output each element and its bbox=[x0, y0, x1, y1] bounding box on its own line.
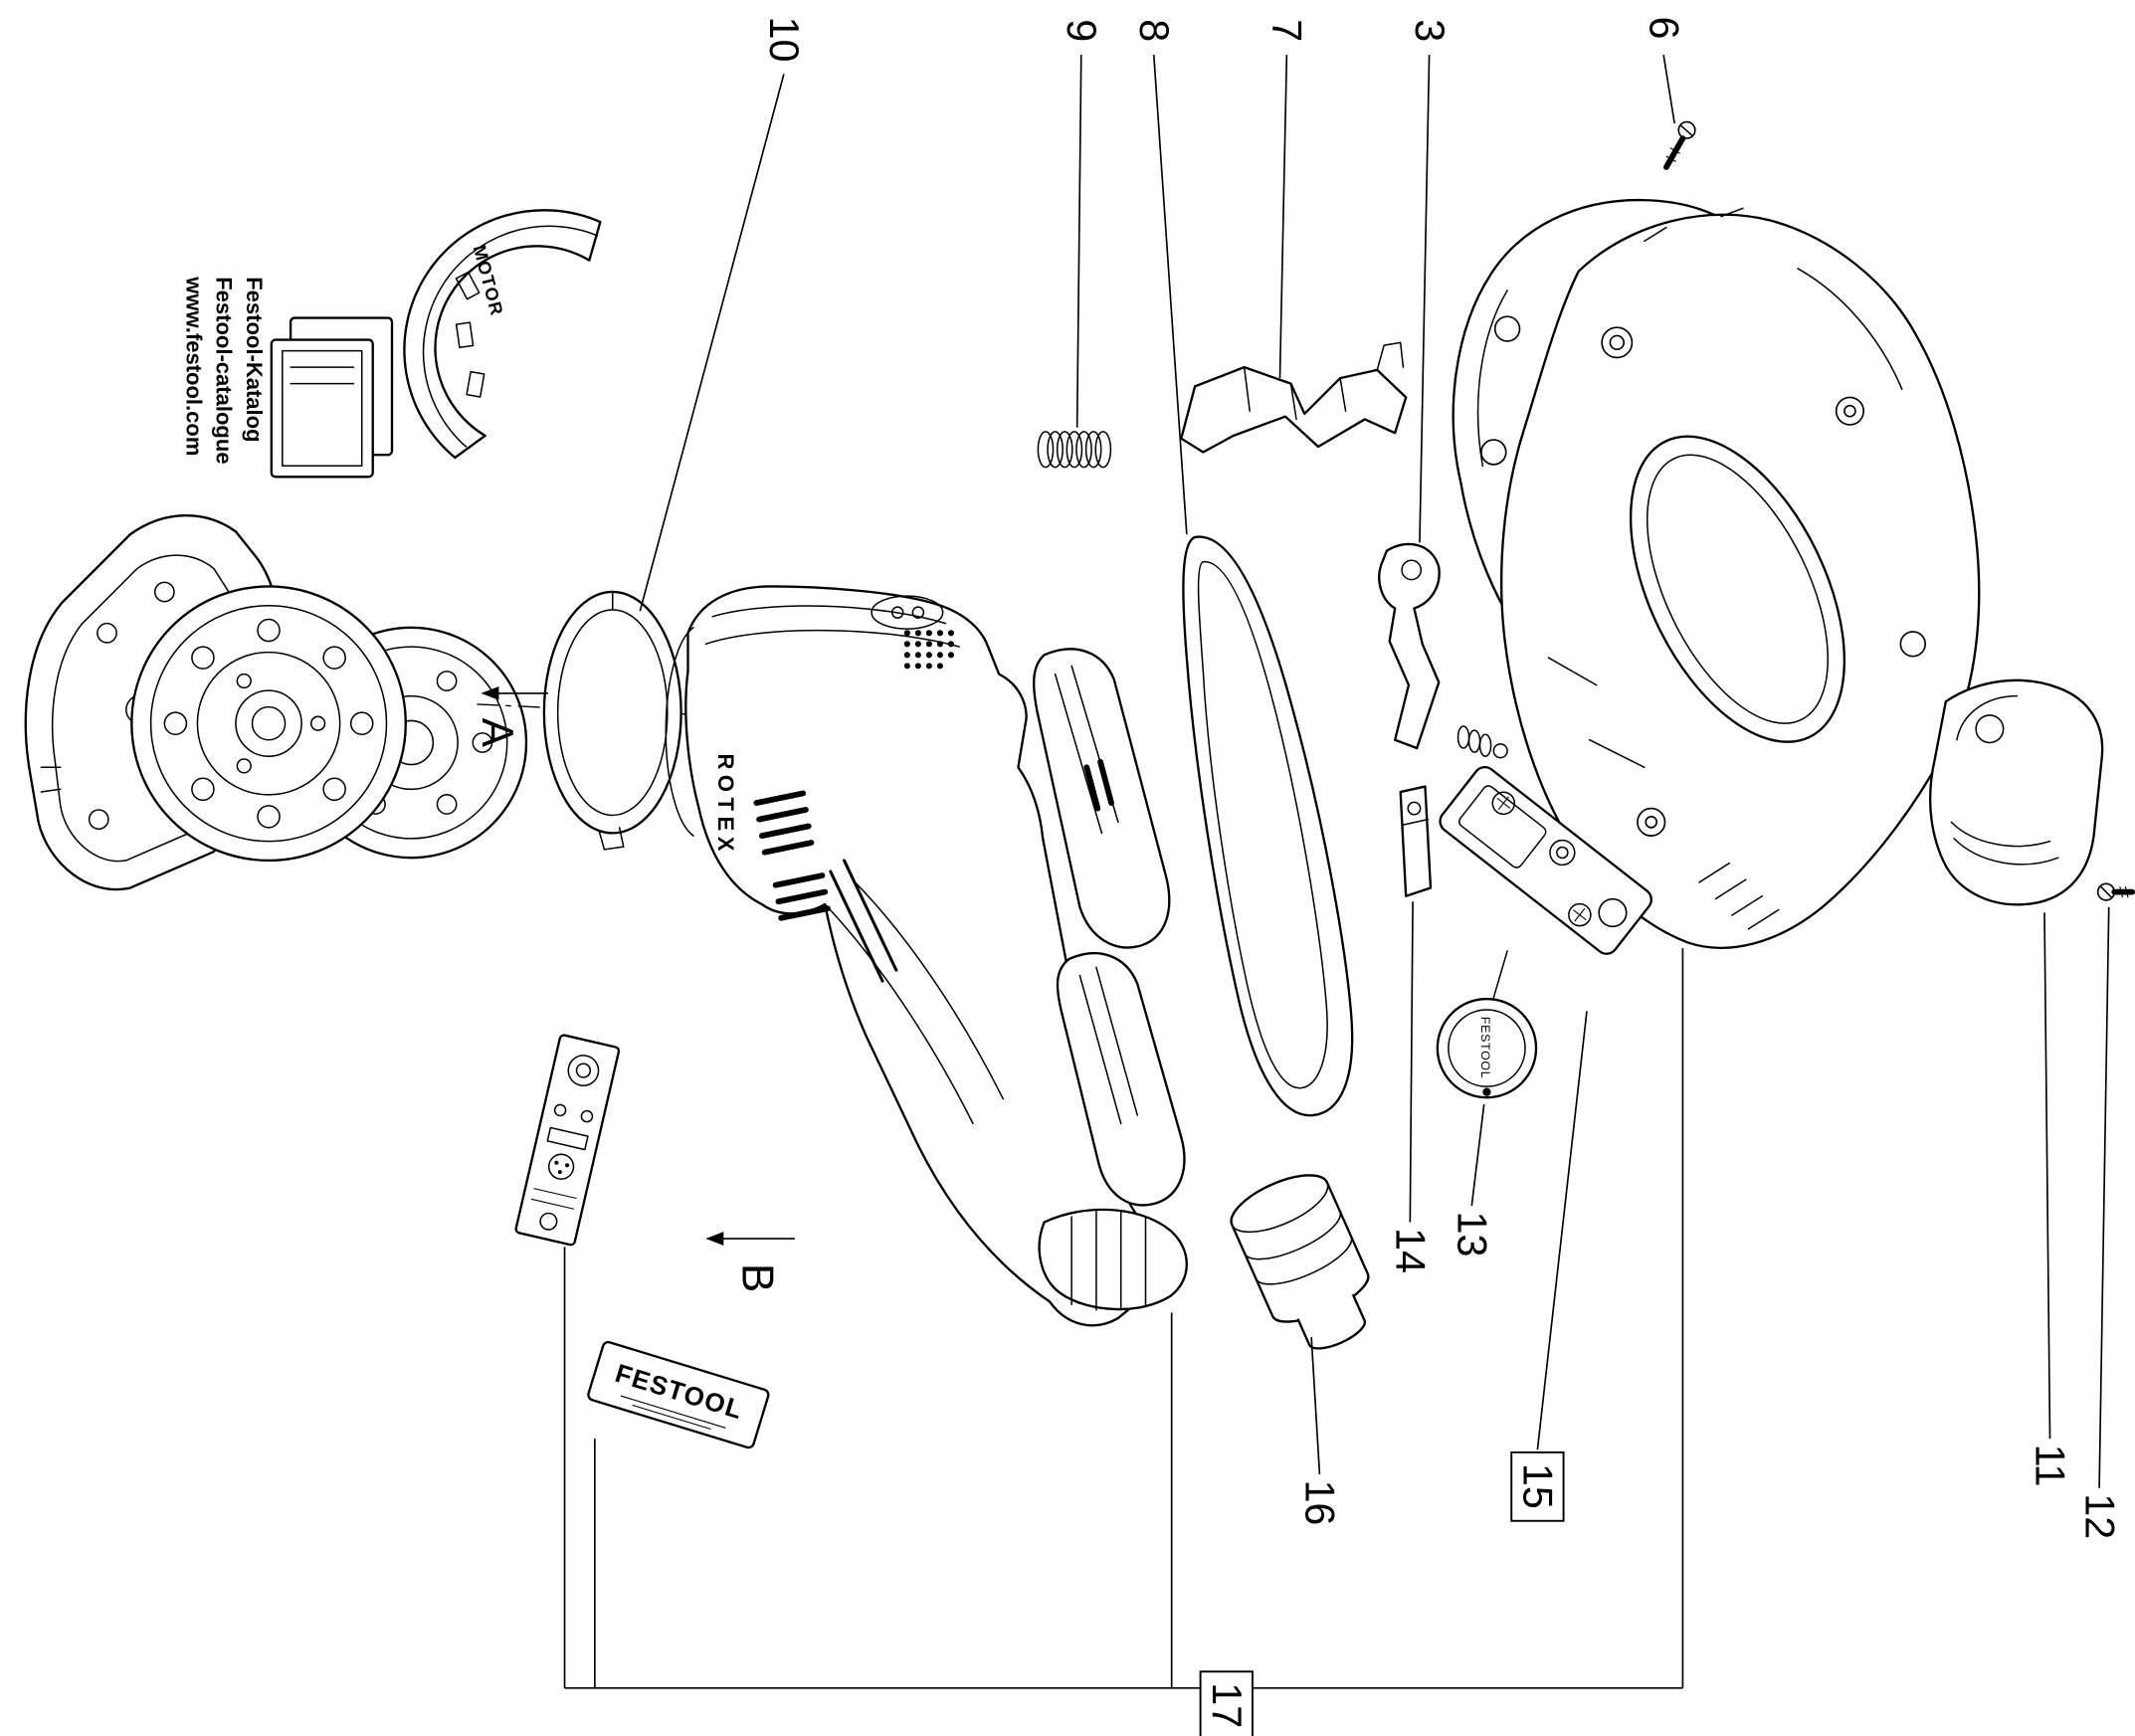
bracket-drawing bbox=[1399, 785, 1433, 897]
catalog-icon bbox=[270, 316, 394, 479]
brand-sticker-drawing: FESTOOL bbox=[587, 1340, 770, 1449]
motor-band-text: MOTOR bbox=[470, 243, 507, 318]
view-label-b: B bbox=[705, 1232, 795, 1292]
vent-dot-grid bbox=[903, 630, 954, 670]
dial-brand-text: FESTOOL bbox=[1478, 1017, 1492, 1078]
leader-3 bbox=[1419, 55, 1431, 543]
callout-11: 11 bbox=[2028, 1445, 2073, 1487]
body-brand-text: ROTEX bbox=[713, 753, 738, 856]
cover-drawing bbox=[1928, 678, 2104, 906]
dial-stem-line bbox=[1492, 950, 1508, 999]
callout-8: 8 bbox=[1131, 19, 1177, 42]
screw-6-drawing bbox=[1662, 120, 1696, 170]
callout-14: 14 bbox=[1388, 1228, 1434, 1273]
leader-13 bbox=[1470, 1103, 1485, 1207]
callout-9: 9 bbox=[1059, 19, 1104, 42]
latch-drawing bbox=[1378, 542, 1441, 750]
view-b-letter: B bbox=[733, 1263, 782, 1292]
switch-module-drawing bbox=[1439, 765, 1652, 955]
leader-17 bbox=[563, 948, 1684, 1689]
spring-drawing bbox=[1037, 431, 1112, 469]
axis-centerline bbox=[477, 703, 768, 719]
screw-12-drawing bbox=[2096, 882, 2135, 901]
grip-shell-drawings bbox=[1033, 648, 1186, 1207]
callouts: 10 9 8 7 3 6 11 12 13 14 15 16 17 bbox=[563, 17, 2122, 1736]
watermark-line-3: www.festool.com bbox=[181, 276, 206, 456]
leader-16 bbox=[1310, 1337, 1321, 1474]
callout-16: 16 bbox=[1297, 1479, 1343, 1525]
backing-pad-front-drawing bbox=[130, 585, 407, 863]
motor-band-drawing: MOTOR bbox=[403, 209, 602, 460]
callout-6: 6 bbox=[1641, 17, 1686, 40]
view-label-a: A bbox=[473, 686, 549, 748]
detent-spring-drawing bbox=[1456, 725, 1508, 759]
callout-12: 12 bbox=[2076, 1493, 2122, 1539]
watermark-line-2: Festool-catalogue bbox=[212, 277, 237, 464]
main-body-drawing: ROTEX bbox=[665, 585, 1155, 1327]
callout-10: 10 bbox=[761, 17, 807, 63]
rear-boot-drawing bbox=[1038, 1208, 1188, 1311]
leader-12 bbox=[2098, 906, 2110, 1488]
callout-13: 13 bbox=[1450, 1212, 1495, 1257]
leader-9 bbox=[1075, 55, 1082, 428]
callout-3: 3 bbox=[1407, 19, 1453, 42]
leader-6 bbox=[1662, 54, 1675, 124]
speed-dial-drawing: FESTOOL bbox=[1436, 997, 1538, 1099]
callout-box-15 bbox=[1510, 1450, 1565, 1522]
watermark: Festool-Katalog Festool-catalogue www.fe… bbox=[181, 276, 267, 464]
icon-sticker-drawing bbox=[514, 1034, 621, 1247]
hose-connector-drawing bbox=[1230, 1174, 1370, 1350]
belt-drawing bbox=[1182, 535, 1354, 1117]
callout-box-17 bbox=[1199, 1670, 1254, 1736]
view-a-letter: A bbox=[473, 718, 521, 748]
leader-7 bbox=[1278, 55, 1288, 379]
leader-8 bbox=[1152, 55, 1188, 535]
leader-11 bbox=[2043, 912, 2051, 1440]
callout-17: 17 bbox=[1204, 1682, 1250, 1728]
callout-7: 7 bbox=[1264, 19, 1310, 42]
watermark-line-1: Festool-Katalog bbox=[242, 277, 267, 442]
retaining-ring-drawing bbox=[542, 590, 682, 851]
leader-15 bbox=[1536, 1011, 1588, 1450]
leader-10 bbox=[639, 74, 785, 612]
lever-drawing bbox=[1180, 341, 1408, 454]
leader-14 bbox=[1409, 901, 1414, 1223]
housing-right-drawing bbox=[1499, 207, 1981, 949]
callout-15: 15 bbox=[1515, 1463, 1561, 1509]
